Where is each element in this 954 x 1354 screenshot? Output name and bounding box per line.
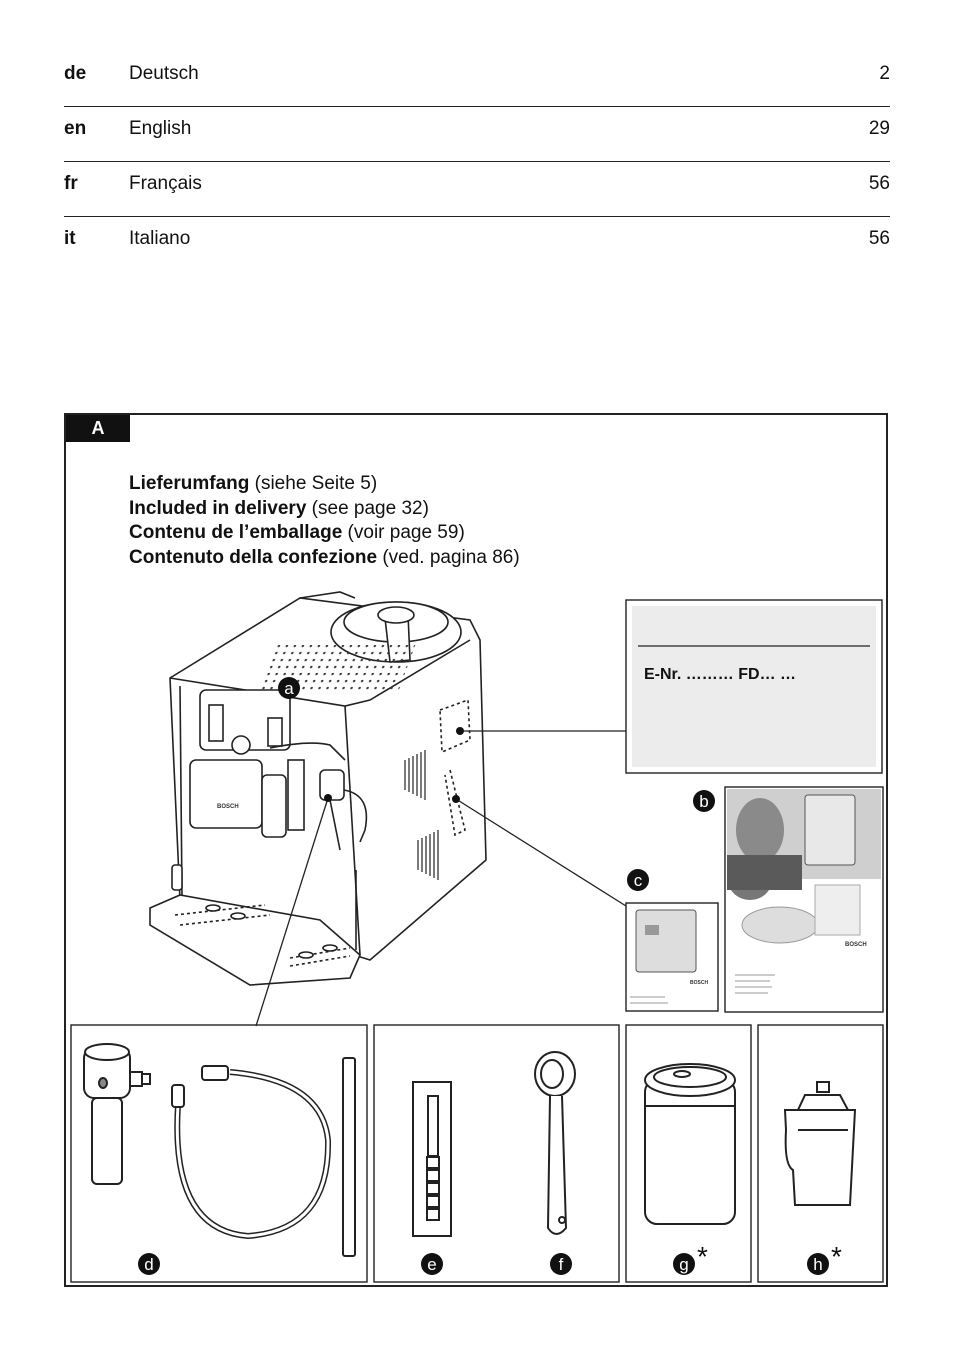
toc-code: de [64,63,87,84]
svg-text:f: f [559,1255,564,1274]
label-g: g * [673,1241,708,1275]
caption-de: Lieferumfang (siehe Seite 5) [129,473,378,494]
quick-reference-guide: BOSCH [625,902,719,1012]
milk-container [644,1063,736,1225]
language-index: de Deutsch 2 en English 29 fr Français 5… [64,52,890,271]
accessory-panels [70,1024,884,1283]
optional-asterisk: * [697,1241,708,1272]
label-e: e [421,1253,443,1275]
toc-page: 56 [868,228,890,249]
label-d: d [138,1253,160,1275]
toc-row-de[interactable]: de Deutsch 2 [64,52,890,107]
svg-text:BOSCH: BOSCH [690,980,708,986]
toc-page: 56 [868,173,890,194]
toc-code: it [64,228,76,249]
svg-text:a: a [284,679,294,698]
figure-captions: Lieferumfang (siehe Seite 5) Included in… [129,472,520,570]
toc-row-it[interactable]: it Italiano 56 [64,217,890,271]
caption-fr: Contenu de l’emballage (voir page 59) [129,522,465,543]
label-a: a [278,677,300,699]
label-b: b [693,790,715,812]
test-strip [412,1081,452,1237]
figure-label: A [66,415,130,442]
toc-row-en[interactable]: en English 29 [64,107,890,162]
figure-delivery-contents: A Lieferumfang (siehe Seite 5) Included … [64,413,888,1287]
measuring-spoon [534,1051,576,1235]
instruction-manual-large: BOSCH [724,786,884,1013]
svg-text:d: d [144,1255,153,1274]
callout-dot [452,795,460,803]
water-filter [783,1081,857,1206]
milk-frother-kit [83,1043,356,1257]
toc-language[interactable]: English [129,118,192,139]
optional-asterisk: * [831,1241,842,1272]
toc-language[interactable]: Deutsch [129,63,199,84]
caption-en: Included in delivery (see page 32) [129,497,429,519]
toc-language[interactable]: Français [129,173,202,194]
callout-dot [324,794,332,802]
label-f: f [550,1253,572,1275]
rating-plate-box [625,599,883,774]
svg-text:g: g [679,1255,688,1274]
manual-brand-text: BOSCH [845,942,867,948]
svg-text:b: b [699,792,708,811]
toc-page: 29 [868,118,890,139]
caption-it: Contenuto della confezione (ved. pagina … [129,546,520,568]
toc-page: 2 [879,63,890,84]
callout-dot [456,727,464,735]
toc-code: en [64,118,87,139]
toc-code: fr [64,173,78,194]
machine-brand-text: BOSCH [217,804,239,810]
toc-language[interactable]: Italiano [129,228,191,249]
coffee-machine-illustration [149,591,487,986]
toc-row-fr[interactable]: fr Français 56 [64,162,890,217]
callout-lines [255,730,627,1027]
label-c: c [627,869,649,891]
label-h: h * [807,1241,842,1275]
svg-text:h: h [813,1255,822,1274]
svg-text:e: e [427,1255,436,1274]
svg-text:c: c [634,871,643,890]
rating-plate-text: E-Nr. ……… FD… … [644,666,797,683]
